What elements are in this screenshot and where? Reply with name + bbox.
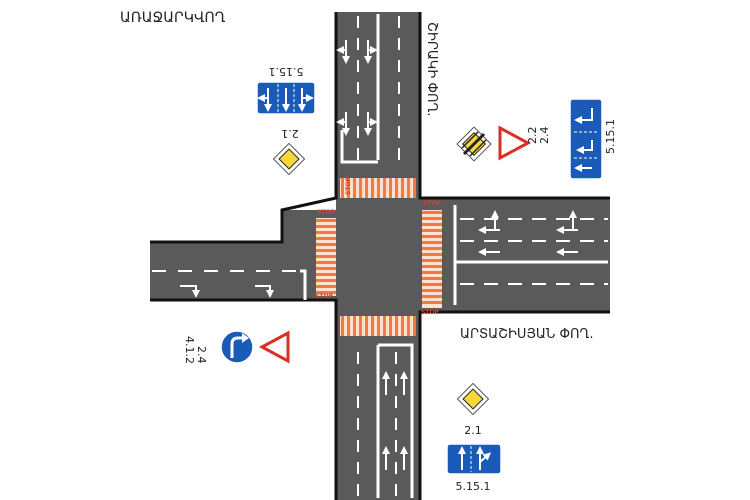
sw-right-turn-sign-icon — [220, 330, 254, 364]
ne-lane-direction-sign — [569, 98, 603, 180]
stop-mark-east: STOP — [423, 200, 442, 207]
ne-end-of-priority-sign-icon — [456, 126, 492, 162]
east-road — [420, 198, 610, 312]
lane-markings — [152, 14, 608, 498]
junction-area — [336, 198, 420, 312]
crosswalk-north — [340, 178, 416, 198]
ne-code-line2: 2.4 — [538, 127, 551, 145]
sw-code-line2: 4.1.2 — [183, 336, 196, 364]
se-lane-sign-code: 5.15.1 — [456, 480, 491, 493]
stop-mark-west-top: STOP — [317, 209, 336, 216]
nw-lane-direction-sign: 5.15.1 — [256, 65, 316, 115]
se-priority-road-sign-icon — [456, 382, 490, 416]
sw-code-line1: 2.4 — [195, 346, 208, 364]
street-label-north-right: ՇԻՐԱԿԻ ՓՈՂ. — [424, 22, 439, 116]
stop-mark-north: STOP — [345, 176, 352, 195]
crosswalk-west — [316, 218, 336, 296]
ne-lane-sign-code: 5.15.1 — [604, 119, 617, 154]
ne-yield-sign-icon — [498, 125, 532, 161]
road-surface — [150, 12, 610, 500]
nw-priority-code: 2.1 — [281, 127, 299, 140]
road-arrows — [180, 40, 578, 470]
curbs — [150, 12, 610, 500]
se-lane-direction-sign — [446, 443, 502, 475]
sw-yield-sign-icon — [258, 330, 290, 364]
crosswalk-east — [422, 210, 442, 308]
crosswalk-south — [340, 316, 416, 336]
street-label-east: ԱՐՏԱՇԻՍՅԱՆ ՓՈՂ. — [460, 327, 593, 342]
nw-priority-road-sign-icon — [272, 142, 306, 176]
street-label-north-west: ԱՌԱՋԱՐԿՎՈՂ — [120, 10, 226, 26]
nw-lane-sign-code: 5.15.1 — [269, 65, 304, 78]
ne-code-line1: 2.2 — [526, 127, 539, 145]
stop-mark-west-bottom: STOP — [315, 293, 334, 300]
se-priority-code: 2.1 — [464, 424, 482, 437]
stop-markings: STOP STOP STOP STOP STOP — [315, 176, 442, 316]
stop-mark-south-east: STOP — [421, 309, 440, 316]
